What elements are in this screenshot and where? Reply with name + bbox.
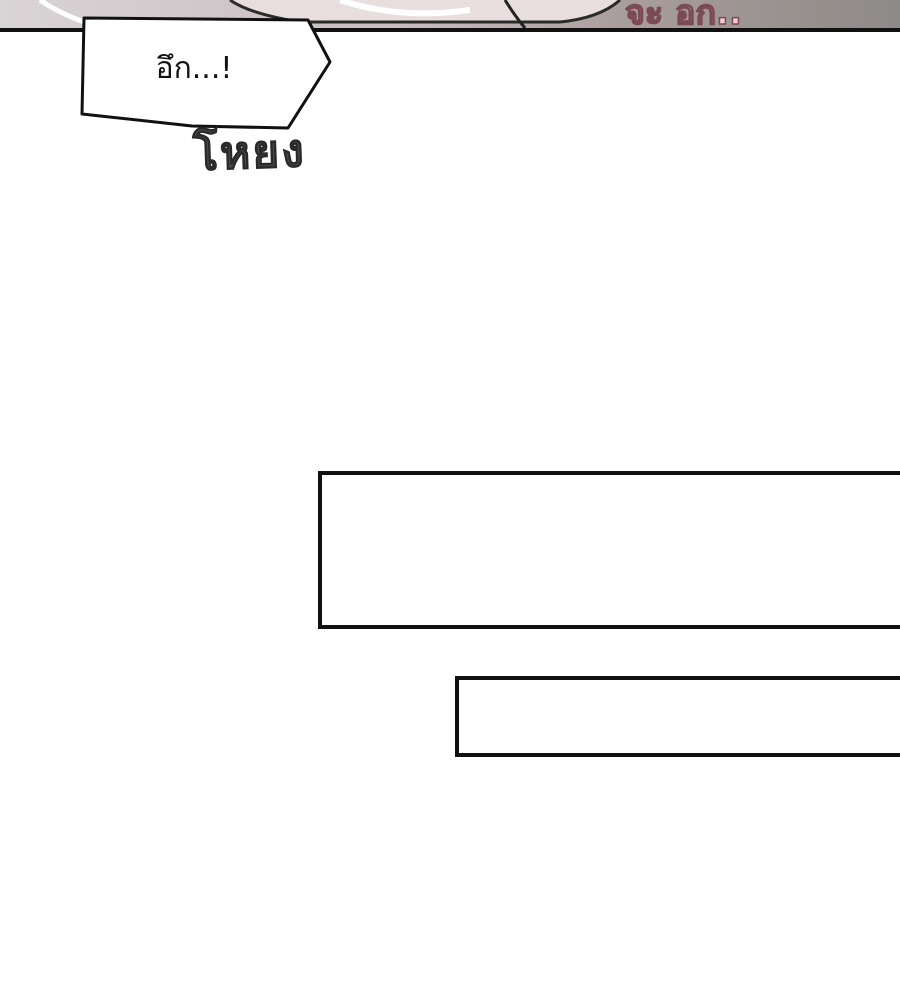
sound-effect-text: โหยง <box>192 123 307 182</box>
top-comic-panel: จะ อก.. <box>0 0 900 32</box>
art-highlight <box>339 0 471 17</box>
speech-bubble: อึก...! <box>76 10 334 132</box>
top-panel-art: จะ อก.. <box>0 0 900 32</box>
top-panel-border <box>0 28 900 32</box>
top-panel-caption: จะ อก.. <box>625 0 742 32</box>
art-line <box>503 0 527 29</box>
speech-bubble-text: อึก...! <box>155 51 233 86</box>
narration-box-small <box>455 676 900 757</box>
speech-bubble-shape <box>80 16 332 130</box>
narration-box-large <box>318 471 900 629</box>
